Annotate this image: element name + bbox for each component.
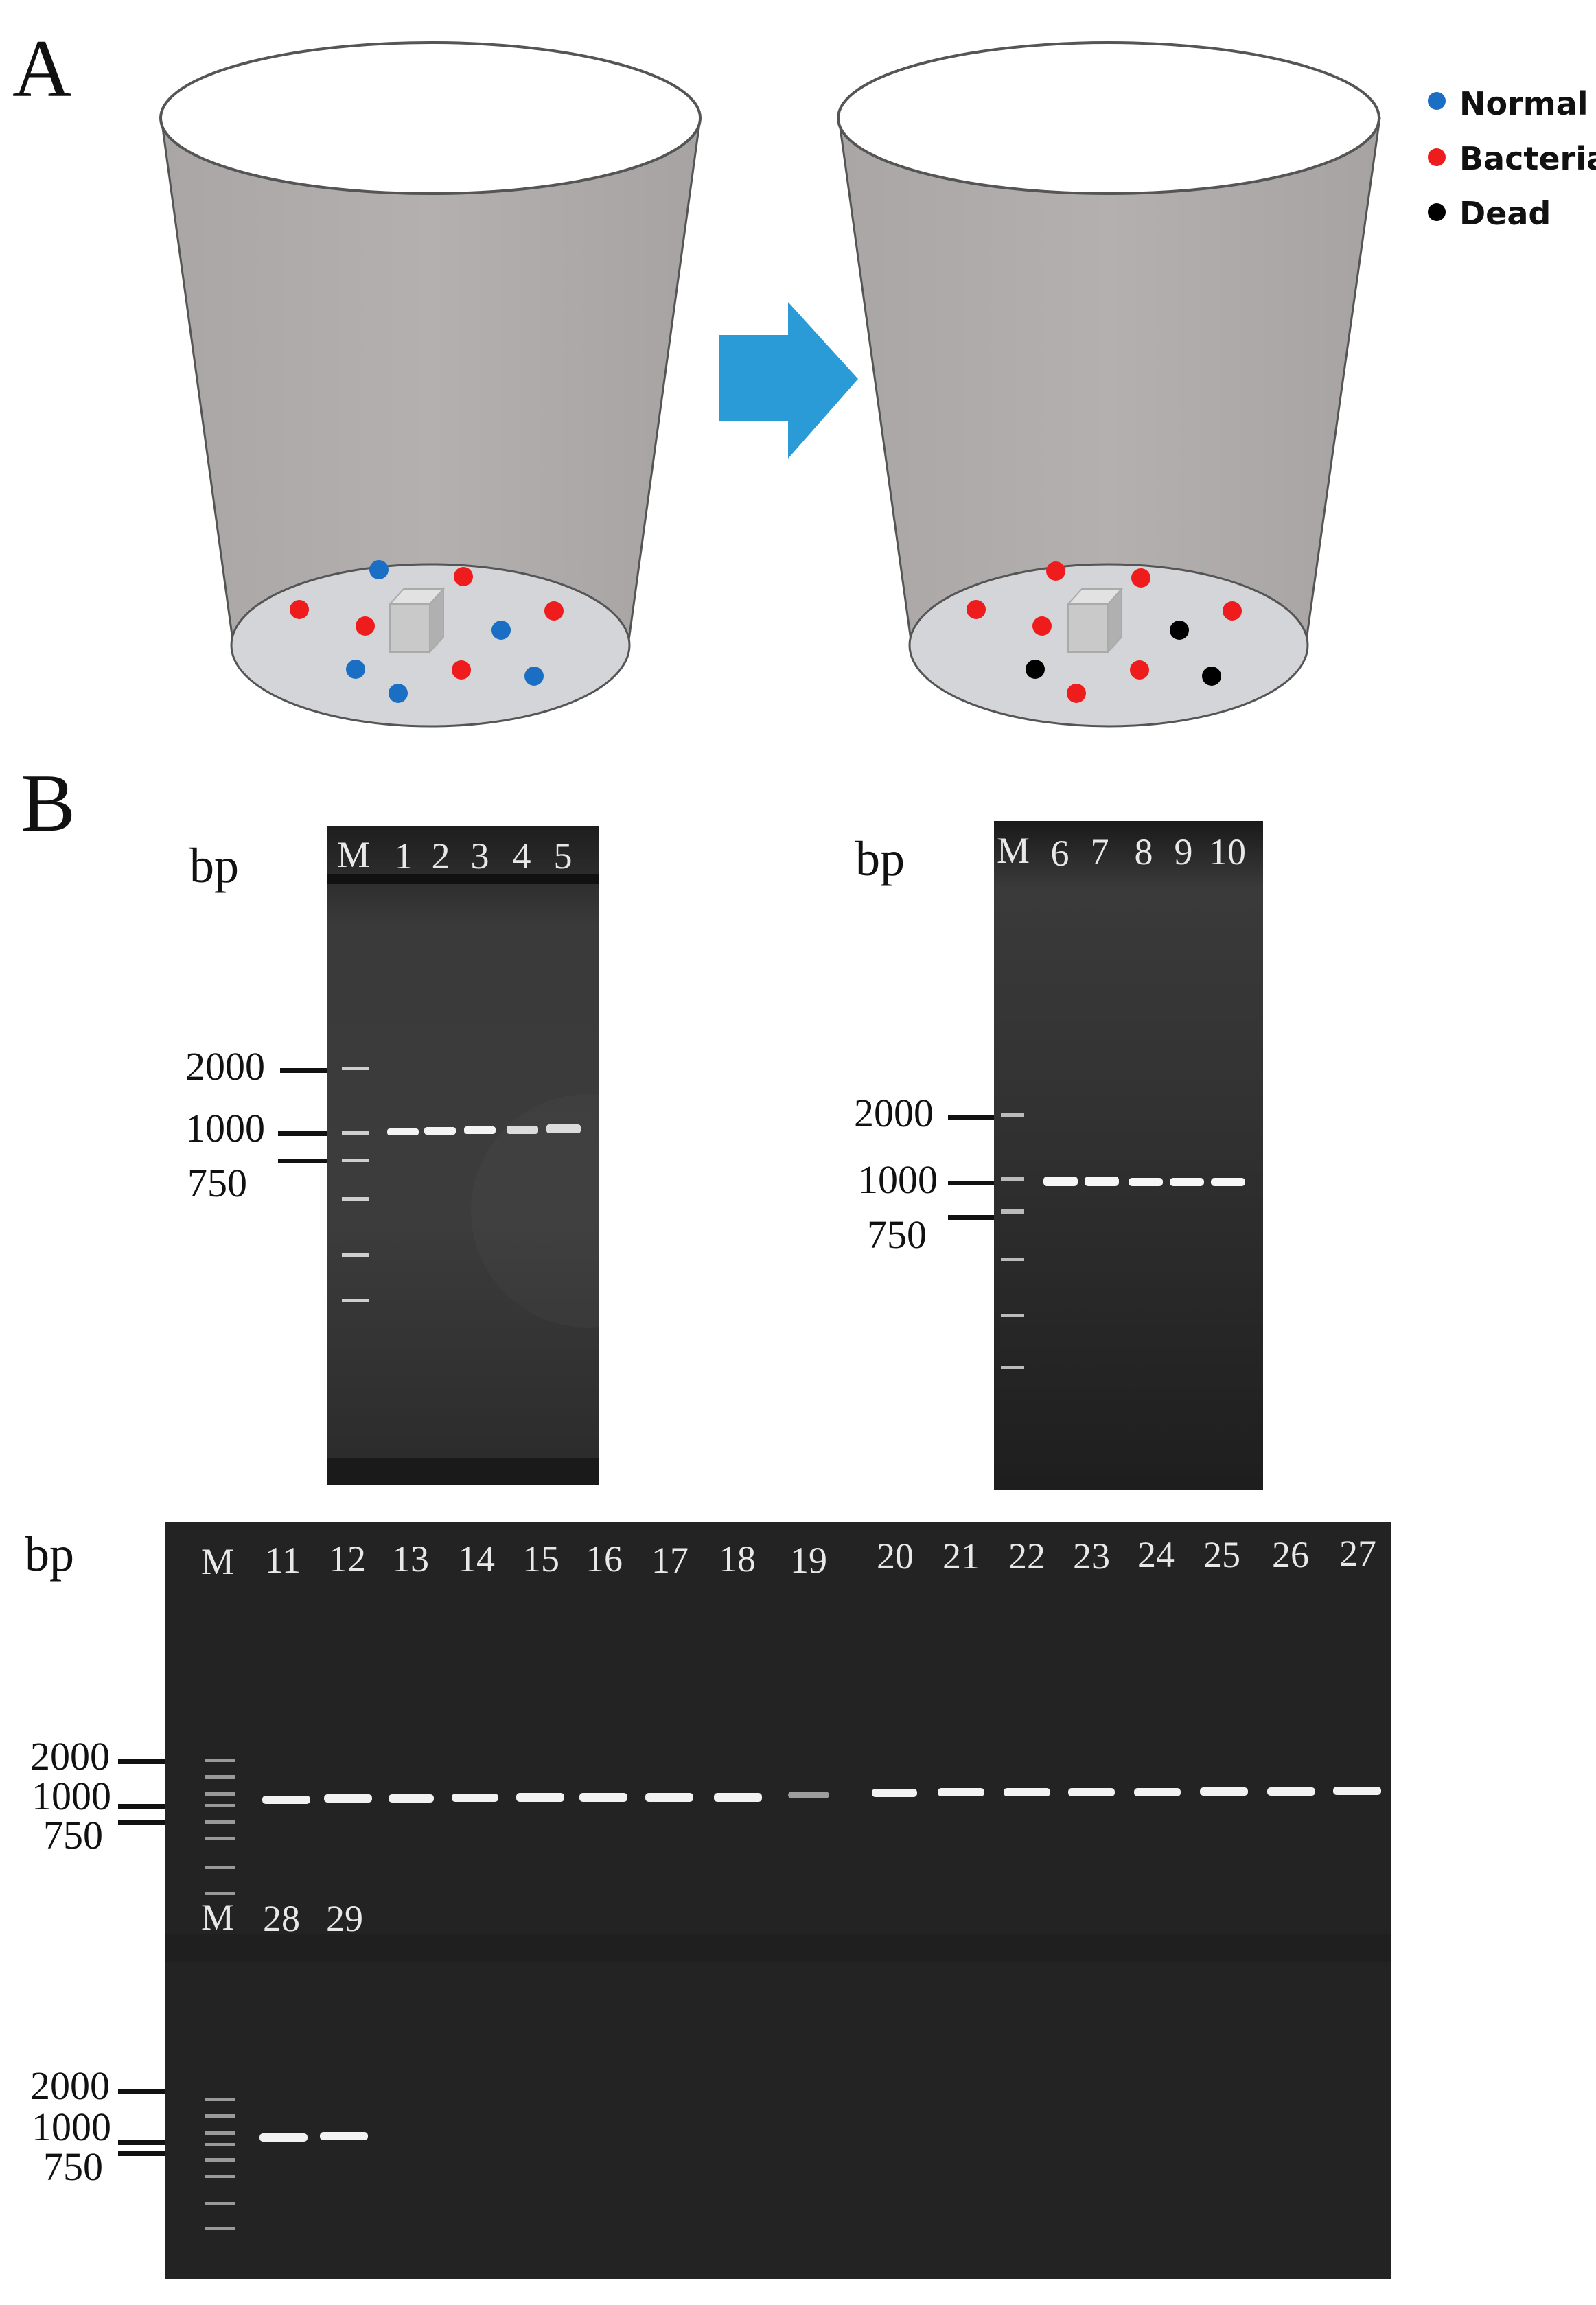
gel1-marker-2000: 2000 [185,1044,265,1089]
gel2-lane-7: 7 [1090,831,1109,872]
gel1-marker-750: 750 [187,1161,247,1205]
legend-label-bacteria: Bacteria [1459,140,1596,177]
gel3-top-lane-23: 23 [1073,1536,1110,1577]
gel3-top-tick-1000 [118,1804,166,1809]
gel3-bottom-marker-2000: 2000 [30,2063,110,2108]
gel3-top-lane-13: 13 [392,1538,429,1579]
panel-a-illustration [159,41,1381,728]
gel3-top-lane-16: 16 [586,1538,623,1579]
gel2-marker-2000: 2000 [854,1091,934,1135]
gel1-lane-m: M [336,834,370,875]
gel2-lane-8: 8 [1134,831,1153,872]
gel3-bottom-tick-2000 [118,2089,166,2094]
panel-a-label: A [12,23,72,114]
gel2-lane-10: 10 [1209,831,1246,872]
gel2-tick-1000 [948,1181,1000,1185]
gel3-top-lane-19: 19 [790,1540,827,1581]
gel1-bp-label: bp [189,838,239,893]
gel3-top-lane-m: M [200,1541,234,1582]
gel3-top-lane-17: 17 [651,1540,689,1581]
gel3-top-lane-22: 22 [1008,1536,1045,1577]
cube-icon [1066,587,1124,654]
gel1-lane-5: 5 [553,835,573,877]
legend-dot-bacteria [1428,148,1446,166]
gel3-bottom-tick-1000 [118,2140,176,2145]
gel3-top-lane-14: 14 [458,1538,495,1579]
gel3-top-lane-24: 24 [1137,1534,1175,1575]
gel3-top-marker-2000: 2000 [30,1734,110,1779]
legend-dot-dead [1428,203,1446,221]
gel3-top-lane-12: 12 [329,1538,366,1579]
gel3-top-marker-750: 750 [43,1813,103,1857]
gel3-top-lane-21: 21 [942,1536,980,1577]
gel1-lane-1: 1 [394,835,413,877]
panel-b-label: B [21,757,76,848]
arrow-icon [719,302,858,459]
gel2-bp-label: bp [855,831,905,886]
gel3-bottom-lane-28: 28 [263,1898,300,1939]
legend-label-dead: Dead [1459,195,1551,232]
gel2-lane-m: M [997,830,1030,871]
legend-label-normal: Normal [1459,85,1588,122]
gel1-tick-750 [278,1159,332,1163]
gel3-top-lane-27: 27 [1339,1533,1376,1574]
gel1-lane-3: 3 [470,835,489,877]
cup-after [837,41,1381,728]
gel3-bottom-tick-750 [118,2151,176,2156]
gel2-marker-750: 750 [867,1212,927,1257]
gel2-tick-2000 [948,1115,1000,1120]
gel3-bottom-lane-29: 29 [326,1898,363,1939]
gel-image-2: M 6 7 8 9 10 [994,821,1263,1490]
gel3-bottom-marker-750: 750 [43,2144,103,2189]
gel3-bp-label: bp [25,1527,74,1582]
gel1-lane-2: 2 [431,835,450,877]
gel2-lane-9: 9 [1174,831,1193,872]
gel3-top-lane-26: 26 [1272,1534,1309,1575]
gel3-bottom-marker-1000: 1000 [32,2105,111,2149]
gel2-tick-750 [948,1215,1000,1220]
gel3-top-tick-2000 [118,1759,166,1764]
gel2-lane-6: 6 [1050,833,1069,874]
gel3-top-marker-1000: 1000 [32,1774,111,1818]
cup-before [159,41,702,728]
gel3-top-lane-25: 25 [1203,1534,1240,1575]
cube-icon [388,587,446,654]
gel3-top-lane-15: 15 [522,1538,559,1579]
gel3-top-tick-750 [118,1820,166,1825]
gel-image-1: M 1 2 3 4 5 [327,826,599,1485]
gel-image-3: M 11 12 13 14 15 16 17 18 19 20 21 22 23… [165,1522,1391,2279]
gel1-tick-1000 [278,1131,332,1136]
gel3-top-lane-11: 11 [265,1540,301,1581]
gel3-bottom-lane-m: M [200,1897,234,1938]
gel3-top-lane-18: 18 [719,1538,756,1579]
gel1-marker-1000: 1000 [185,1106,265,1150]
gel1-tick-2000 [280,1068,332,1073]
gel1-lane-4: 4 [512,835,531,877]
gel3-top-lane-20: 20 [877,1536,914,1577]
gel2-marker-1000: 1000 [858,1157,938,1202]
legend-dot-normal [1428,92,1446,110]
